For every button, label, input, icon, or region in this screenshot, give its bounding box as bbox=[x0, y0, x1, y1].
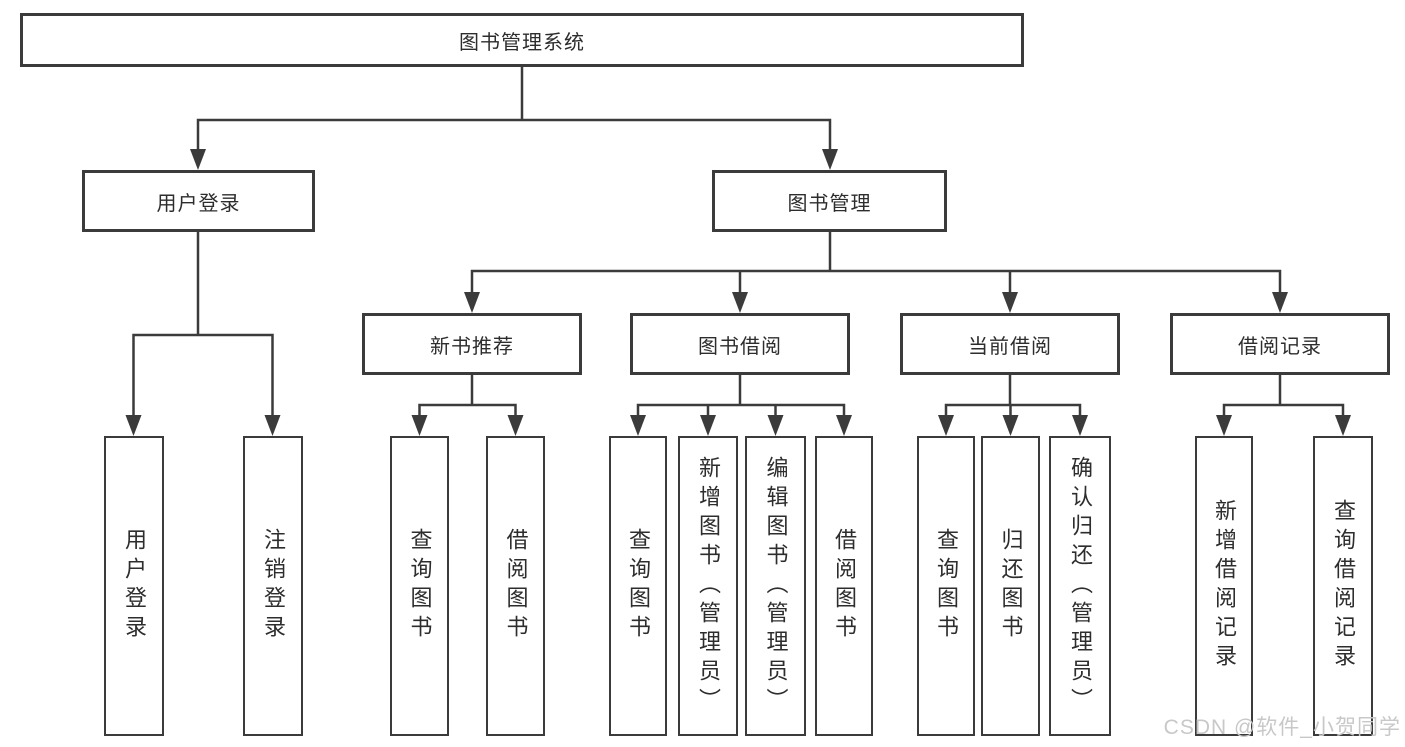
node-label: 图书借阅 bbox=[698, 335, 782, 358]
node-leaf-current-return-book: 归还图书 bbox=[981, 436, 1040, 736]
node-label: 新书推荐 bbox=[430, 335, 514, 358]
node-leaf-user-login: 用户登录 bbox=[104, 436, 164, 736]
node-leaf-borrowing-edit-book: 编辑图书（管理员） bbox=[745, 436, 806, 736]
node-label: 编辑图书（管理员） bbox=[763, 455, 789, 717]
node-current-borrowing: 当前借阅 bbox=[900, 313, 1120, 375]
node-leaf-records-query-record: 查询借阅记录 bbox=[1313, 436, 1373, 736]
node-leaf-current-query-book: 查询图书 bbox=[917, 436, 975, 736]
node-label: 借阅图书 bbox=[503, 528, 529, 644]
node-label: 查询借阅记录 bbox=[1331, 499, 1356, 673]
node-leaf-logout: 注销登录 bbox=[243, 436, 303, 736]
node-label: 查询图书 bbox=[934, 528, 959, 644]
node-label: 借阅记录 bbox=[1238, 335, 1322, 358]
node-new-book-recommend: 新书推荐 bbox=[362, 313, 582, 375]
node-label: 查询图书 bbox=[626, 528, 651, 644]
node-label: 图书管理系统 bbox=[459, 31, 585, 54]
node-leaf-recommend-query-book: 查询图书 bbox=[390, 436, 449, 736]
node-label: 用户登录 bbox=[122, 528, 147, 644]
node-label: 新增借阅记录 bbox=[1212, 499, 1237, 673]
node-book-borrowing: 图书借阅 bbox=[630, 313, 850, 375]
node-leaf-borrowing-borrow-book: 借阅图书 bbox=[815, 436, 873, 736]
node-book-management: 图书管理 bbox=[712, 170, 947, 232]
node-user-login: 用户登录 bbox=[82, 170, 315, 232]
node-label: 图书管理 bbox=[787, 192, 872, 215]
node-leaf-borrowing-add-book: 新增图书（管理员） bbox=[678, 436, 738, 736]
node-leaf-recommend-borrow-book: 借阅图书 bbox=[486, 436, 545, 736]
node-label: 查询图书 bbox=[407, 528, 433, 644]
node-root: 图书管理系统 bbox=[20, 13, 1024, 67]
node-label: 确认归还（管理员） bbox=[1068, 455, 1093, 717]
node-leaf-borrowing-query-book: 查询图书 bbox=[609, 436, 667, 736]
node-borrowing-records: 借阅记录 bbox=[1170, 313, 1390, 375]
node-label: 用户登录 bbox=[156, 192, 241, 215]
watermark: CSDN @软件_小贺同学 bbox=[1163, 716, 1401, 739]
node-leaf-records-add-record: 新增借阅记录 bbox=[1195, 436, 1253, 736]
node-label: 新增图书（管理员） bbox=[696, 455, 721, 717]
node-label: 注销登录 bbox=[261, 528, 286, 644]
node-label: 归还图书 bbox=[998, 528, 1024, 644]
node-label: 借阅图书 bbox=[832, 528, 857, 644]
node-label: 当前借阅 bbox=[968, 335, 1052, 358]
node-leaf-current-confirm-return: 确认归还（管理员） bbox=[1049, 436, 1111, 736]
